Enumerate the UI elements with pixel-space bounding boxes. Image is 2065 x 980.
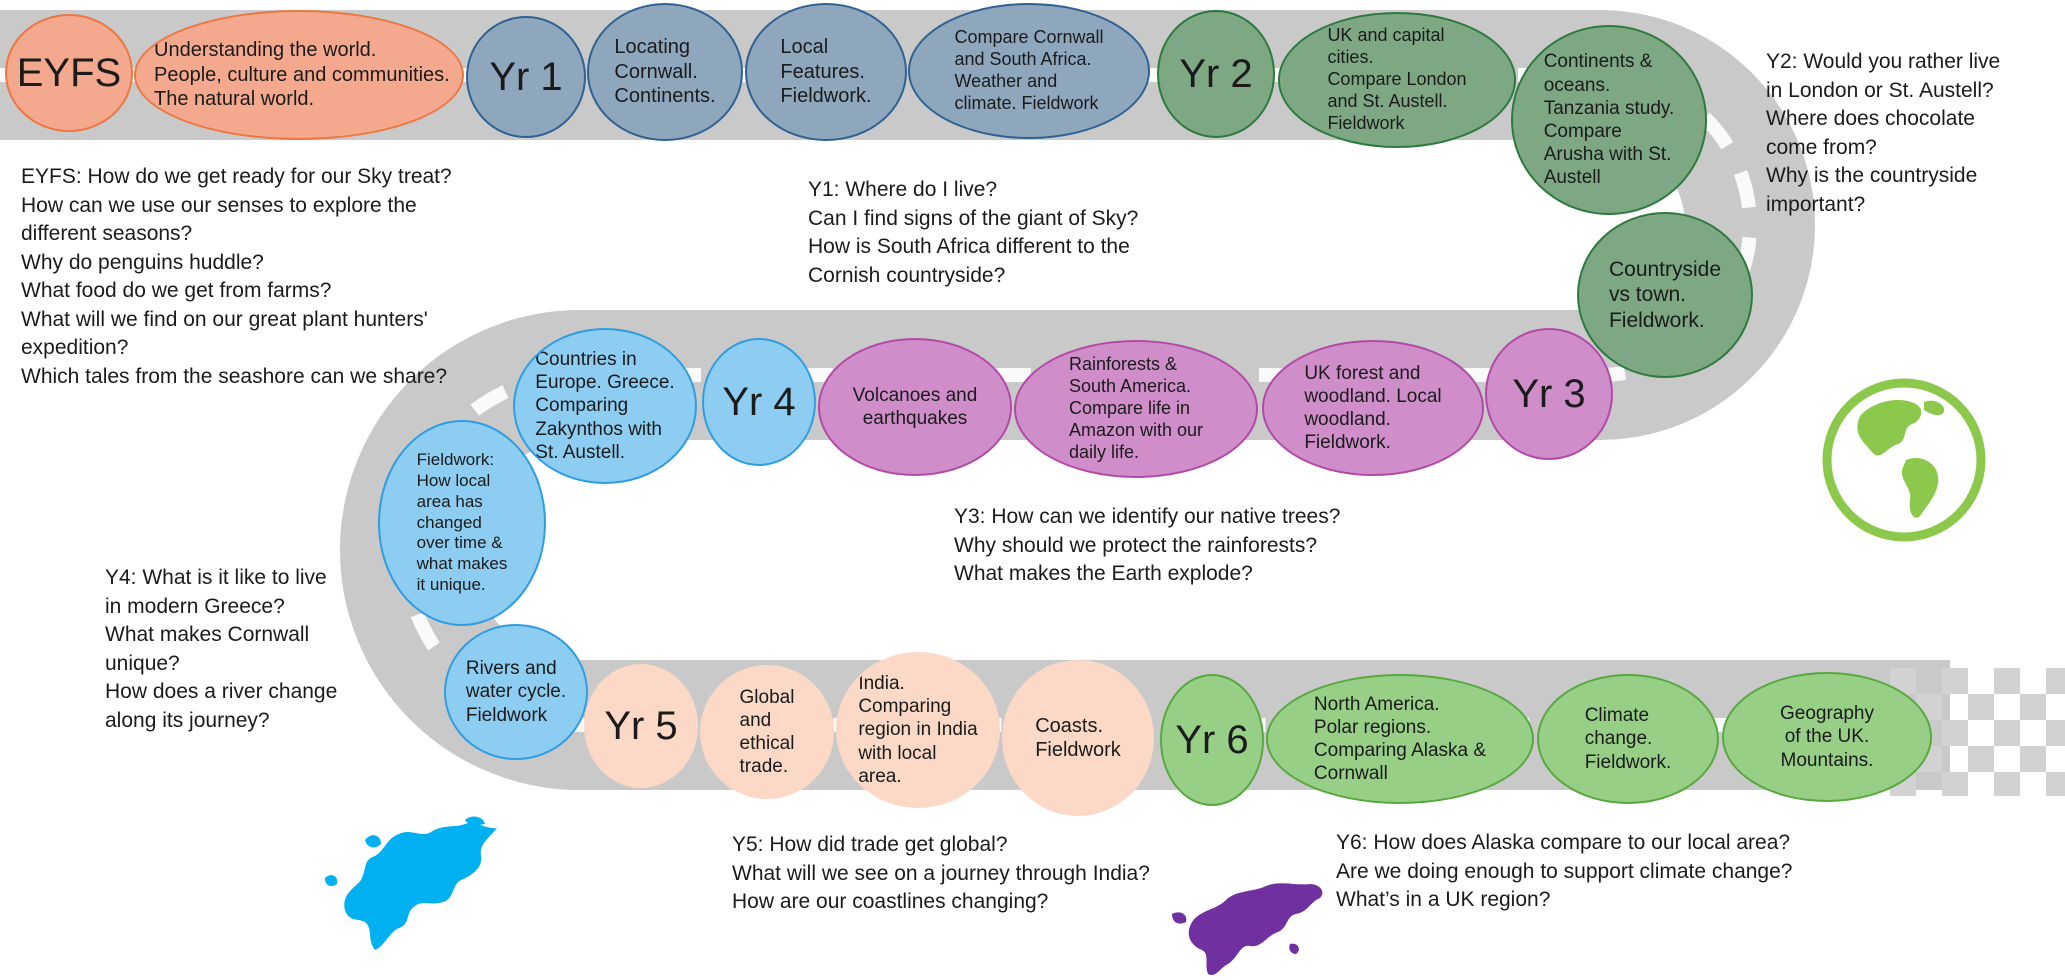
y2-questions: Y2: Would you rather live in London or S… xyxy=(1766,50,2001,216)
asia-map-icon xyxy=(1172,883,1323,975)
y3-volcanoes-node: Volcanoes and earthquakes xyxy=(818,338,1012,476)
y6-questions: Y6: How does Alaska compare to our local… xyxy=(1336,831,1793,912)
eyfs-questions: EYFS: How do we get ready for our Sky tr… xyxy=(21,165,452,388)
y5-coasts-node: Coasts. Fieldwork xyxy=(1002,660,1154,816)
y1-locating-node: Locating Cornwall. Continents. xyxy=(587,3,743,141)
globe-icon xyxy=(1822,378,1986,542)
y2-countryside-node: Countryside vs town. Fieldwork. xyxy=(1577,212,1753,378)
y2-uk-capitals-node: UK and capital cities. Compare London an… xyxy=(1278,12,1516,148)
year3-label-node: Yr 3 xyxy=(1485,328,1613,460)
y5-questions: Y5: How did trade get global? What will … xyxy=(732,833,1150,914)
y1-local-features-node: Local Features. Fieldwork. xyxy=(745,3,907,141)
y1-questions: Y1: Where do I live? Can I find signs of… xyxy=(808,178,1139,287)
y3-uk-forest-node: UK forest and woodland. Local woodland. … xyxy=(1262,340,1484,476)
eyfs-label-node: EYFS xyxy=(5,14,133,132)
y4-europe-node: Countries in Europe. Greece. Comparing Z… xyxy=(513,328,697,484)
y5-india-node: India. Comparing region in India with lo… xyxy=(836,652,1000,808)
year5-label-node: Yr 5 xyxy=(584,664,698,788)
y4-fieldwork-node: Fieldwork: How local area has changed ov… xyxy=(378,420,546,626)
y3-questions: Y3: How can we identify our native trees… xyxy=(954,505,1341,586)
eyfs-topic-node: Understanding the world. People, culture… xyxy=(134,10,464,140)
year4-label-node: Yr 4 xyxy=(702,338,816,466)
y2-continents-node: Continents & oceans. Tanzania study. Com… xyxy=(1511,25,1707,215)
year1-label-node: Yr 1 xyxy=(466,16,586,138)
year6-label-node: Yr 6 xyxy=(1160,674,1264,806)
europe-map-icon xyxy=(325,816,497,950)
y1-compare-node: Compare Cornwall and South Africa. Weath… xyxy=(908,3,1150,139)
y6-climate-node: Climate change. Fieldwork. xyxy=(1537,674,1719,804)
year2-label-node: Yr 2 xyxy=(1157,10,1275,138)
y5-trade-node: Global and ethical trade. xyxy=(700,665,834,799)
y4-rivers-node: Rivers and water cycle. Fieldwork xyxy=(444,624,588,760)
y3-rainforests-node: Rainforests & South America. Compare lif… xyxy=(1014,340,1258,478)
y6-north-america-node: North America. Polar regions. Comparing … xyxy=(1266,674,1534,804)
y4-questions: Y4: What is it like to live in modern Gr… xyxy=(105,566,338,732)
y6-geography-node: Geography of the UK. Mountains. xyxy=(1722,672,1932,802)
